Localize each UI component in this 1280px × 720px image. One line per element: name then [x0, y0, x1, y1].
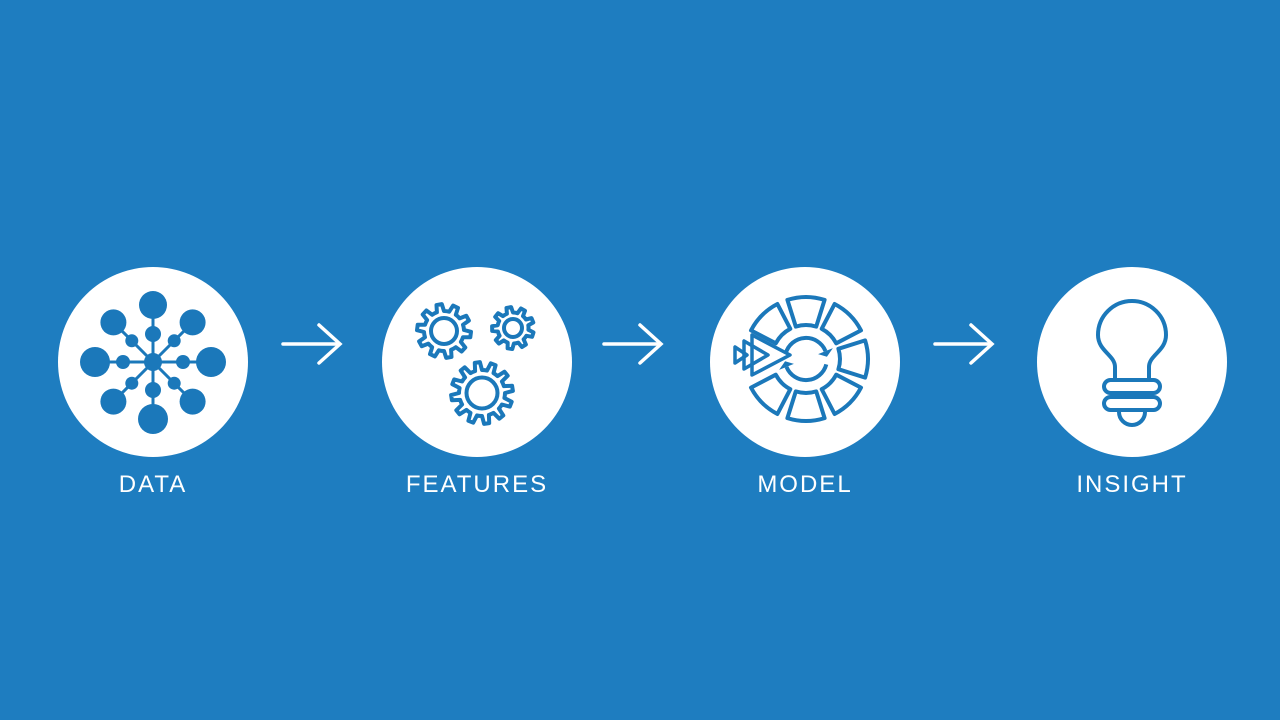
stage-label-insight: INSIGHT [1076, 471, 1188, 498]
right-arrow-icon [602, 322, 666, 366]
stage-model: MODEL [710, 267, 900, 499]
insight-circle [1037, 267, 1227, 457]
features-circle [382, 267, 572, 457]
stage-label-data: DATA [118, 471, 188, 498]
stage-insight: INSIGHT [1037, 267, 1227, 499]
data-network-icon [80, 291, 226, 434]
model-iteration-icon [733, 295, 870, 423]
right-arrow-icon [933, 322, 997, 366]
model-circle [710, 267, 900, 457]
stage-data: DATA [58, 267, 248, 499]
lightbulb-icon [1096, 299, 1168, 427]
stage-features: FEATURES [382, 267, 572, 499]
stage-label-features: FEATURES [405, 471, 549, 498]
stage-label-model: MODEL [757, 471, 853, 498]
right-arrow-icon [281, 322, 345, 366]
data-circle [58, 267, 248, 457]
gears-icon [415, 302, 536, 426]
